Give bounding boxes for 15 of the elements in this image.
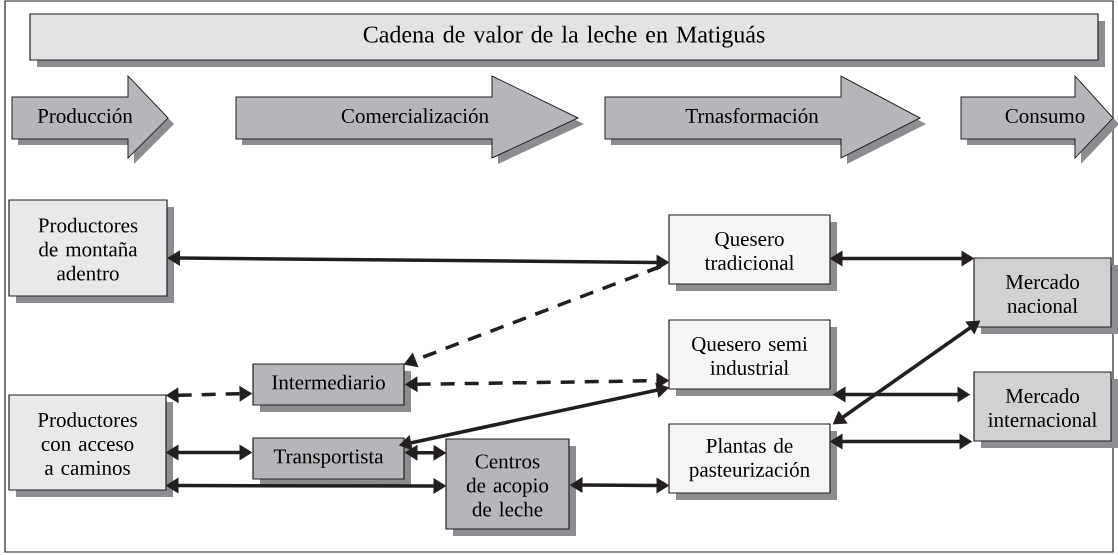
actor-box: Plantas de pasteurización bbox=[668, 423, 837, 500]
market-box: Mercado internacional bbox=[973, 371, 1118, 448]
market-box: Mercado nacional bbox=[973, 257, 1118, 334]
actor-box: Transportista bbox=[252, 437, 411, 486]
actor-box: Quesero semi industrial bbox=[668, 319, 837, 396]
actor-box: Productores con acceso a caminos bbox=[8, 394, 173, 497]
actor-box: Quesero tradicional bbox=[668, 214, 837, 291]
title-band: Cadena de valor de la leche en Matiguás bbox=[29, 13, 1105, 67]
stage-banner: Comercialización bbox=[235, 75, 584, 164]
stage-banner: Trnasformación bbox=[604, 75, 926, 164]
stage-banner: Producción bbox=[11, 75, 174, 164]
actor-box: Productores de montaña adentro bbox=[8, 199, 174, 303]
actor-box: Centros de acopio de leche bbox=[445, 438, 576, 536]
actor-box: Intermediario bbox=[252, 363, 411, 412]
stage-banner: Consumo bbox=[960, 75, 1118, 164]
